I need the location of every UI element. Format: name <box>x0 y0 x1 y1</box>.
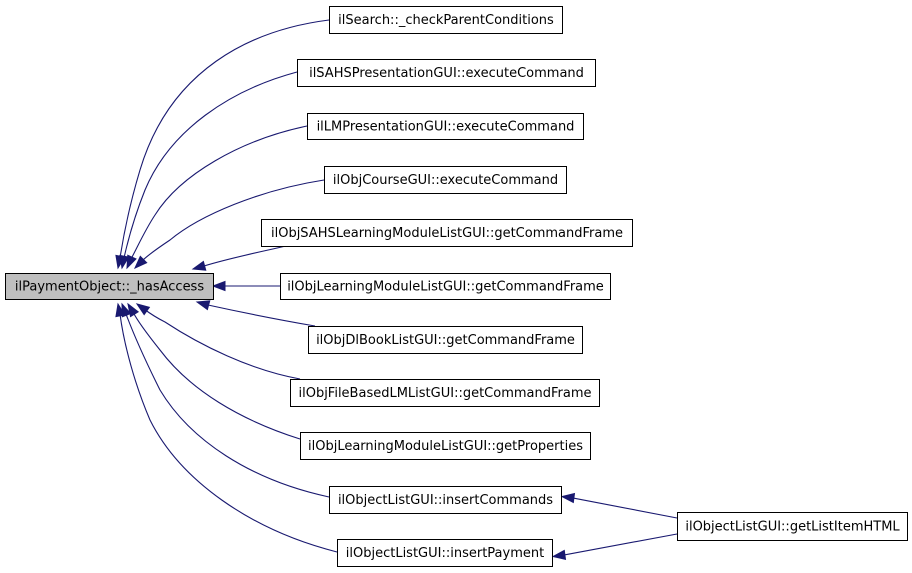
node-box[interactable] <box>324 166 567 194</box>
edge-line <box>141 179 325 262</box>
caller-node-n12[interactable]: ilObjectListGUI::getListItemHTML <box>677 512 908 541</box>
caller-node-n11[interactable]: ilObjectListGUI::insertPayment <box>337 539 553 567</box>
edge-line <box>119 19 330 259</box>
node-label: ilObjCourseGUI::executeCommand <box>333 173 558 188</box>
edge-line <box>562 533 678 556</box>
node-label: ilSearch::_checkParentConditions <box>338 13 554 28</box>
arrowhead-icon <box>551 549 567 561</box>
node-box[interactable] <box>290 379 600 407</box>
caller-node-n9[interactable]: ilObjLearningModuleListGUI::getPropertie… <box>300 432 591 460</box>
arrowhead-icon <box>119 254 130 270</box>
node-box[interactable] <box>280 273 611 300</box>
edge-n2-to-root <box>119 71 298 270</box>
node-box[interactable] <box>307 113 584 140</box>
node-box[interactable] <box>5 273 214 300</box>
edge-n6-to-root <box>211 280 280 292</box>
edge-n3-to-root <box>126 125 308 270</box>
node-box[interactable] <box>329 6 563 34</box>
edges-layer <box>115 19 678 561</box>
caller-node-n2[interactable]: ilSAHSPresentationGUI::executeCommand <box>297 59 596 87</box>
arrowhead-icon <box>560 492 576 504</box>
edge-n8-to-root <box>135 303 301 380</box>
node-label: ilObjectListGUI::insertPayment <box>346 546 544 561</box>
caller-node-n5[interactable]: ilObjSAHSLearningModuleListGUI::getComma… <box>261 219 633 247</box>
edge-n12-to-n10 <box>560 492 678 519</box>
edge-line <box>125 313 330 498</box>
node-label: ilObjLearningModuleListGUI::getCommandFr… <box>287 280 604 295</box>
edge-line <box>143 308 301 380</box>
caller-node-n3[interactable]: ilLMPresentationGUI::executeCommand <box>307 113 584 140</box>
node-label: ilPaymentObject::_hasAccess <box>15 280 204 295</box>
edge-line <box>571 497 678 519</box>
node-box[interactable] <box>329 486 562 514</box>
arrowhead-icon <box>191 260 207 271</box>
edge-n9-to-root <box>127 302 301 440</box>
caller-node-n4[interactable]: ilObjCourseGUI::executeCommand <box>324 166 567 194</box>
node-label: ilLMPresentationGUI::executeCommand <box>317 120 575 135</box>
node-label: ilObjSAHSLearningModuleListGUI::getComma… <box>271 226 623 241</box>
caller-node-n1[interactable]: ilSearch::_checkParentConditions <box>329 6 563 34</box>
node-label: ilObjectListGUI::insertCommands <box>338 493 553 508</box>
node-label: ilObjectListGUI::getListItemHTML <box>685 520 900 535</box>
edge-n4-to-root <box>133 179 325 270</box>
node-label: ilObjLearningModuleListGUI::getPropertie… <box>308 439 583 454</box>
arrowhead-icon <box>115 302 126 318</box>
node-box[interactable] <box>300 432 591 460</box>
edge-line <box>119 313 338 553</box>
arrowhead-icon <box>133 255 148 270</box>
arrowhead-icon <box>126 254 137 270</box>
edge-n7-to-root <box>195 300 316 327</box>
node-box[interactable] <box>337 539 553 567</box>
node-box[interactable] <box>261 219 633 247</box>
arrowhead-icon <box>211 280 226 292</box>
edge-line <box>203 245 287 267</box>
edge-line <box>130 125 308 260</box>
node-label: ilObjFileBasedLMListGUI::getCommandFrame <box>298 386 591 401</box>
edge-line <box>132 311 301 440</box>
node-box[interactable] <box>297 59 596 87</box>
caller-node-n10[interactable]: ilObjectListGUI::insertCommands <box>329 486 562 514</box>
caller-node-n6[interactable]: ilObjLearningModuleListGUI::getCommandFr… <box>280 273 611 300</box>
nodes-layer: ilPaymentObject::_hasAccess ilSearch::_ch… <box>5 6 908 567</box>
arrowhead-icon <box>127 302 140 318</box>
node-box[interactable] <box>308 326 583 354</box>
edge-n11-to-root <box>115 302 338 553</box>
arrowhead-icon <box>135 303 151 316</box>
arrowhead-icon <box>195 300 211 311</box>
node-label: ilObjDlBookListGUI::getCommandFrame <box>316 333 575 348</box>
caller-node-n8[interactable]: ilObjFileBasedLMListGUI::getCommandFrame <box>290 379 600 407</box>
caller-node-n7[interactable]: ilObjDlBookListGUI::getCommandFrame <box>308 326 583 354</box>
node-label: ilSAHSPresentationGUI::executeCommand <box>309 66 584 81</box>
edge-n5-to-root <box>191 245 287 271</box>
root-node[interactable]: ilPaymentObject::_hasAccess <box>5 273 214 300</box>
edge-line <box>207 304 316 327</box>
edge-n12-to-n11 <box>551 533 678 561</box>
edge-line <box>123 71 298 259</box>
node-box[interactable] <box>677 512 908 541</box>
